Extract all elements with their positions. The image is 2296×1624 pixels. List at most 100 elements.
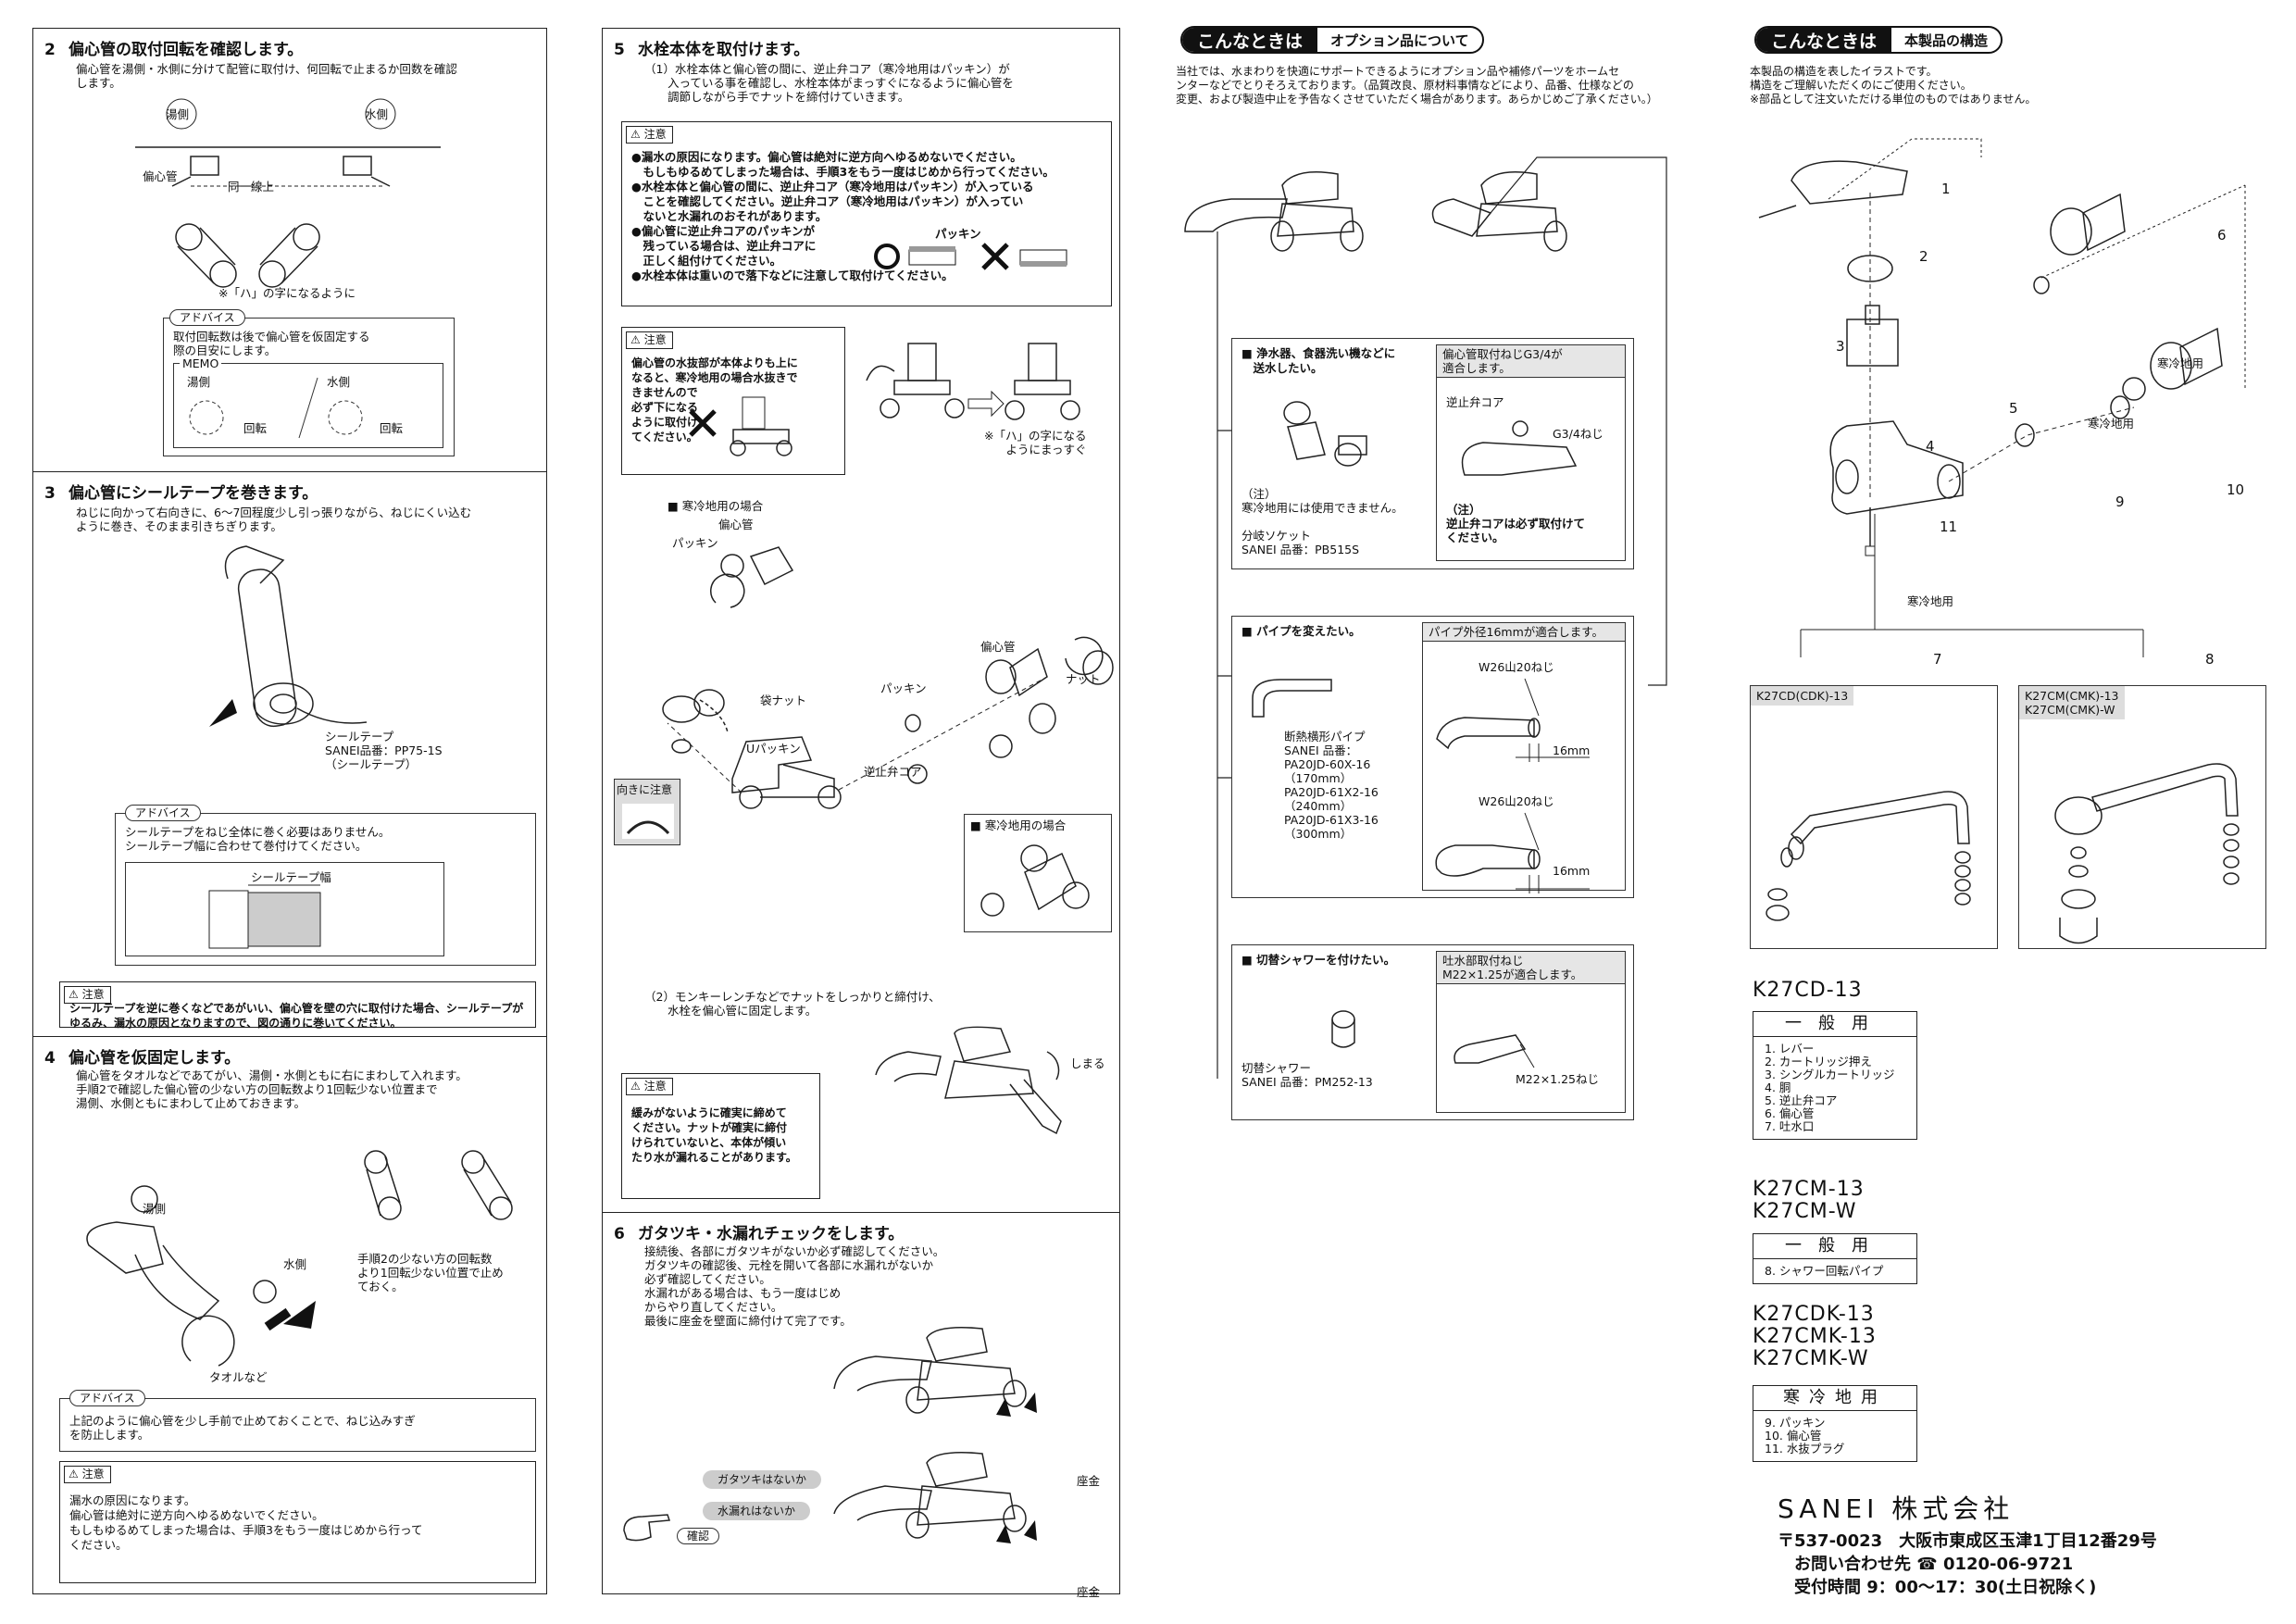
part-num-1: 1 [1941,181,1951,197]
advice-body: シールテープをねじ全体に巻く必要はありません。 シールテープ幅に合わせて巻付けて… [125,825,391,853]
option-1-spec-box: 偏心管取付ねじG3/4が 適合します。 逆止弁コア G3/4ねじ （注） 逆止弁… [1436,344,1626,561]
model-k27cd-13: K27CD-13 [1753,979,1863,1002]
packing-ok-ng-icons [874,243,1067,270]
structure-intro: 本製品の構造を表したイラストです。 構造をご理解いただくのにご使用ください。 ※… [1750,65,2037,106]
label-u-packing: Uパッキン [746,742,801,756]
options-heading-badge: こんなときは [1182,28,1318,52]
label-hot: 湯側 [166,107,190,121]
company-contact: お問い合わせ先 ☎ 0120-06-9721 [1794,1555,2074,1574]
label-m22-thread: M22×1.25ねじ [1516,1072,1599,1086]
label-w26-thread-2: W26山20ねじ [1479,794,1554,808]
label-cold: 水側 [365,107,389,121]
table-1-body: 1. レバー 2. カートリッジ押え 3. シングルカートリッジ 4. 胴 5.… [1765,1042,1895,1133]
faucet-check-illustration [833,1327,1037,1543]
part-num-8: 8 [2205,651,2215,668]
parts-table-cold: 寒冷地用 9. パッキン 10. 偏心管 11. 水抜プラグ [1753,1385,1917,1462]
step-5-body-1: （1）水栓本体と偏心管の間に、逆止弁コア（寒冷地用はパッキン）が 入っている事を… [644,62,1014,104]
label-packing: パッキン [935,227,981,241]
option-faucets-and-connectors [1184,156,1667,1079]
wrench-tightening-illustration [875,1026,1062,1135]
table-2-body: 8. シャワー回転パイプ [1765,1264,1884,1278]
label-16mm-1: 16mm [1553,743,1591,757]
company-hours: 受付時間 9：00〜17：30(土日祝除く) [1794,1578,2097,1597]
table-2-head: 一般用 [1753,1234,1916,1259]
label-rotation-note: 手順2の少ない方の回転数 より1回転少ない位置で止め ておく。 [357,1252,504,1293]
bubble-leak: 水漏れはないか [703,1502,811,1520]
option-3-title: ■ 切替シャワーを付けたい。 [1242,953,1396,967]
direction-note-box: 向きに注意 [614,779,680,845]
box-8-title: K27CM(CMK)-13 K27CM(CMK)-W [2019,686,2125,719]
confirm-badge: 確認 [677,1528,720,1544]
cold-region-box: ■ 寒冷地用の場合 [964,814,1112,932]
table-1-head: 一般用 [1753,1012,1916,1037]
box-7-title: K27CD(CDK)-13 [1751,686,1854,706]
option-2-part: 断熱横形パイプ SANEI 品番： PA20JD-60X-16 （170mm） … [1284,730,1379,841]
incorrect-orientation-icon [689,396,792,456]
label-w26-thread-1: W26山20ねじ [1479,660,1554,674]
caution-box-5b: ⚠ 注意 偏心管の水抜部が本体よりも上に なると、寒冷地用の場合水抜きで きませ… [621,327,845,475]
structure-heading-badge: こんなときは [1756,28,1892,52]
label-hot: 湯側 [143,1202,167,1216]
label-pipe: 偏心管 [143,169,178,183]
label-eccentric-pipe-2: 偏心管 [980,640,1016,654]
caution-box-3: ⚠ 注意 シールテープを逆に巻くなどであがいい、偏心管を壁の穴に取付けた場合、シ… [59,981,536,1030]
parts-table-general-2: 一般用 8. シャワー回転パイプ [1753,1233,1917,1284]
exploded-structure-diagram [1758,138,2246,657]
seal-tape-illustration [209,545,368,728]
advice-box-3: アドバイス シールテープをねじ全体に巻く必要はありません。 シールテープ幅に合わ… [115,805,536,966]
label-bag-nut: 袋ナット [760,693,807,707]
spout-k27cd-box: K27CD(CDK)-13 [1750,685,1998,949]
label-packing-2: パッキン [880,681,927,695]
part-num-4: 4 [1926,438,1935,455]
option-2-title: ■ パイプを変えたい。 [1242,624,1361,638]
label-tape-width: シールテープ幅 [251,870,331,884]
option-1-note: （注） 寒冷地用には使用できません。 [1242,487,1404,515]
company-name: SANEI 株式会社 [1778,1493,2015,1524]
part-num-11: 11 [1940,518,1958,535]
tape-width-diagram: シールテープ幅 [125,862,444,956]
label-cold: 水側 [283,1257,307,1271]
label-16mm-2: 16mm [1553,864,1591,878]
step-5-body-2: （2）モンキーレンチなどでナットをしっかりと締付け、 水栓を偏心管に固定します。 [644,990,941,1018]
model-k27cm: K27CM-13 K27CM-W [1753,1178,1865,1223]
option-branch-socket: ■ 浄水器、食器洗い機などに 送水したい。 （注） 寒冷地用には使用できません。… [1231,338,1634,569]
table-3-head: 寒冷地用 [1753,1386,1916,1411]
option-3-part: 切替シャワー SANEI 品番：PM252-13 [1242,1061,1373,1089]
caution-tag: ⚠ 注意 [626,126,673,144]
label-cold-region-a: 寒冷地用 [2157,356,2204,370]
label-cold-region-2: ■ 寒冷地用の場合 [970,818,1067,832]
label-direction: 向きに注意 [617,783,673,796]
label-towel: タオルなど [209,1370,268,1384]
memo-box: MEMO 湯側 水側 回転 回転 [173,356,443,448]
memo-turn-1: 回転 [243,421,268,435]
option-switch-shower: ■ 切替シャワーを付けたい。 切替シャワー SANEI 品番：PM252-13 … [1231,944,1634,1120]
option-3-spec-title: 吐水部取付ねじ M22×1.25が適合します。 [1437,952,1625,984]
option-pipe: ■ パイプを変えたい。 断熱横形パイプ SANEI 品番： PA20JD-60X… [1231,616,1634,898]
parts-table-general-1: 一般用 1. レバー 2. カートリッジ押え 3. シングルカートリッジ 4. … [1753,1011,1917,1140]
label-ha-straight: ※「ハ」の字になる ようにまっすぐ [984,429,1087,456]
step-4-body: 偏心管をタオルなどであてがい、湯側・水側ともに右にまわして入れます。 手順2で確… [76,1068,468,1110]
pointing-hand-icon [623,1514,671,1542]
caution-box-5c: ⚠ 注意 緩みがないように確実に締めて ください。ナットが確実に締付 けられてい… [621,1073,820,1199]
caution-body: シールテープを逆に巻くなどであがいい、偏心管を壁の穴に取付けた場合、シールテープ… [69,1002,524,1030]
part-num-5: 5 [2009,400,2018,417]
option-1-part: 分岐ソケット SANEI 品番：PB515S [1242,529,1360,556]
option-2-spec-box: パイプ外径16mmが適合します。 W26山20ねじ 16mm W26山20ねじ … [1422,622,1626,893]
option-3-spec-box: 吐水部取付ねじ M22×1.25が適合します。 M22×1.25ねじ [1436,951,1626,1113]
correct-orientation-diagram [866,343,1080,420]
caution-tag: ⚠ 注意 [64,1466,111,1483]
advice-tag: アドバイス [169,309,245,326]
part-num-10: 10 [2227,481,2245,498]
advice-box-4: アドバイス 上記のように偏心管を少し手前で止めておくことで、ねじ込みすぎ を防止… [59,1390,536,1452]
label-same-line: 同一線上 [228,180,275,194]
